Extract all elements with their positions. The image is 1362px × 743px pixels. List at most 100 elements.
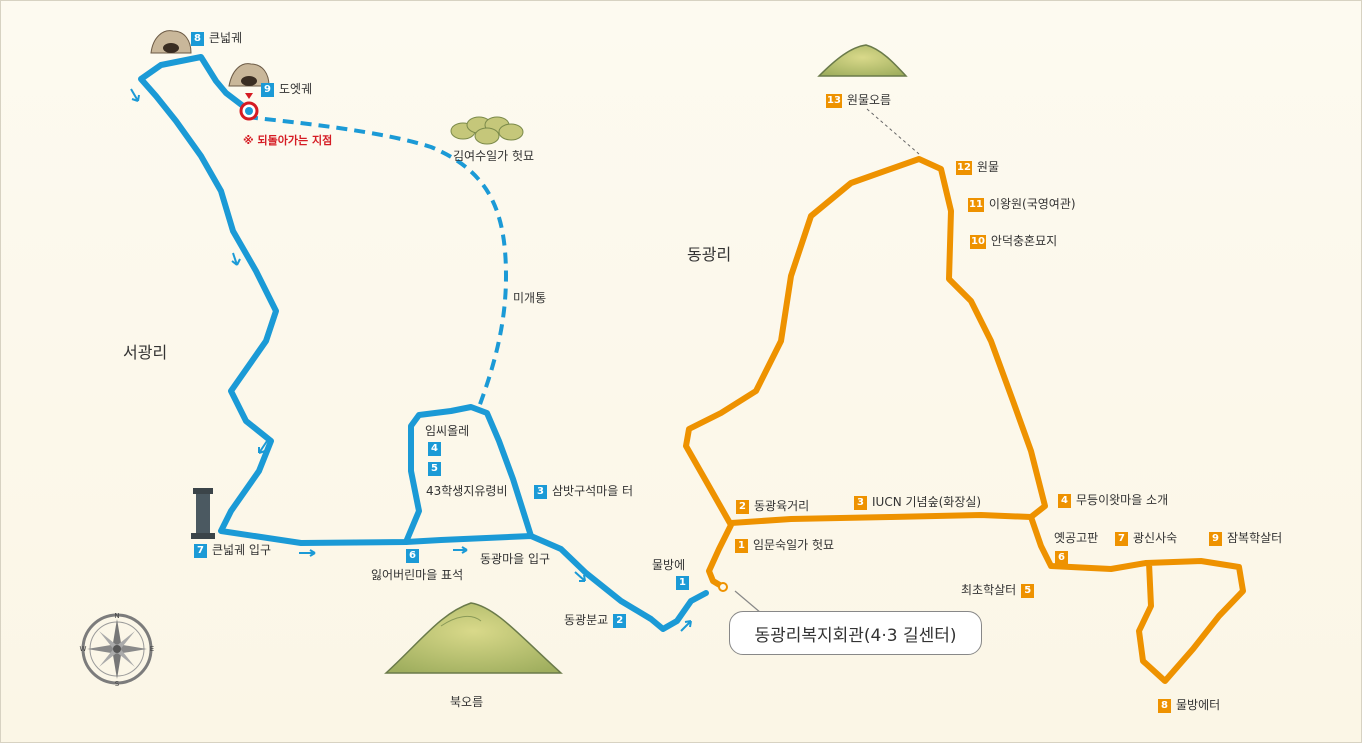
village-entrance-text: 동광마을 입구	[480, 552, 551, 566]
blue-stop-2-text: 동광분교	[564, 613, 609, 627]
orange-stop-3-badge: 3	[854, 495, 867, 510]
blue-stop-4-text-wrap: 임씨올레	[425, 424, 469, 439]
orange-stop-5-text: 최초학살터	[961, 583, 1017, 597]
blue-stop-8-text: 큰넓궤	[209, 31, 243, 45]
orange-stop-8[interactable]: 8 물방에터	[1158, 698, 1220, 713]
orange-route[interactable]	[683, 156, 1246, 684]
orange-stop-11[interactable]: 11 이왕원(국영여관)	[968, 197, 1076, 212]
compass-s: S	[115, 680, 120, 687]
orange-stop-2-badge: 2	[736, 499, 749, 514]
blue-stop-1-text: 물방에	[652, 558, 686, 572]
blue-stop-7[interactable]: 7 큰넓궤 입구	[194, 543, 271, 558]
orange-stop-4[interactable]: 4 무등이왓마을 소개	[1058, 493, 1168, 508]
area-donggwangri: 동광리	[687, 245, 732, 264]
wonmul-oreum-mountain-illustration	[817, 44, 908, 77]
bukoreum-label: 북오름	[450, 695, 484, 709]
blue-stop-3[interactable]: 3 삼밧구석마을 터	[534, 484, 633, 499]
cave-rock-icon	[150, 30, 270, 87]
blue-stop-3-badge: 3	[534, 484, 547, 499]
orange-stop-12-text: 원물	[976, 160, 1000, 174]
wonmul-oreum-leader-line	[866, 108, 920, 155]
orange-stop-2-text: 동광육거리	[754, 499, 810, 513]
blue-stop-4-badge[interactable]: 4	[428, 442, 441, 456]
compass-n: N	[114, 612, 119, 620]
unopened-label: 미개통	[513, 291, 547, 305]
callout-pointer	[734, 590, 762, 614]
blue-stop-8-badge: 8	[191, 31, 204, 46]
orange-stop-5[interactable]: 최초학살터 5	[961, 583, 1035, 598]
orange-stop-7-text: 광신사숙	[1133, 531, 1178, 545]
blue-stop-5-badge[interactable]: 5	[428, 462, 441, 476]
orange-stop-11-badge: 11	[968, 197, 984, 212]
orange-stop-1-badge: 1	[735, 538, 748, 553]
orange-stop-13-badge: 13	[826, 93, 842, 108]
orange-stop-1[interactable]: 1 임문숙일가 헛묘	[735, 538, 834, 553]
compass-rose-icon: N S E W	[80, 612, 155, 687]
blue-stop-9-badge: 9	[261, 82, 274, 97]
orange-stop-9[interactable]: 9 잠복학살터	[1209, 531, 1282, 546]
orange-stop-4-text: 무등이왓마을 소개	[1076, 493, 1169, 507]
orange-stop-1-text: 임문숙일가 헛묘	[753, 538, 835, 552]
blue-stop-3-text: 삼밧구석마을 터	[552, 484, 634, 498]
orange-stop-10-text: 안덕충혼묘지	[990, 234, 1058, 248]
turnaround-dot-icon	[245, 107, 253, 115]
orange-stop-9-text: 잠복학살터	[1227, 531, 1283, 545]
blue-stop-5-text-wrap: 43학생지유령비	[426, 484, 508, 499]
area-seogwangri: 서광리	[123, 343, 168, 362]
blue-stop-6-text-wrap: 잃어버린마을 표석	[371, 568, 463, 583]
orange-stop-4-badge: 4	[1058, 493, 1071, 508]
orange-stop-10[interactable]: 10 안덕충혼묘지	[970, 234, 1057, 249]
orange-stop-7[interactable]: 7 광신사숙	[1115, 531, 1177, 546]
blue-stop-9-text: 도엣궤	[279, 82, 313, 96]
orange-stop-3-text: IUCN 기념숲(화장실)	[872, 495, 982, 509]
blue-stop-4-5-badges: 4 5	[428, 442, 441, 476]
blue-stop-6-badge: 6	[406, 549, 419, 563]
grave-label: 김여수일가 헛묘	[453, 149, 535, 163]
welfare-center-callout[interactable]: 동광리복지회관(4·3 길센터)	[729, 611, 982, 655]
blue-stop-1-label[interactable]: 물방에	[652, 558, 685, 573]
blue-stop-4-text: 임씨올레	[425, 424, 470, 438]
blue-stop-8[interactable]: 8 큰넓궤	[191, 31, 242, 46]
orange-stop-8-badge: 8	[1158, 698, 1171, 713]
compass-w: W	[80, 645, 87, 653]
compass-e: E	[150, 645, 154, 653]
wonmul-oreum-text: 원물오름	[846, 93, 892, 107]
bukoreum-mountain-illustration	[384, 602, 563, 674]
orange-stop-9-badge: 9	[1209, 531, 1222, 546]
orange-stop-6-badge: 6	[1055, 551, 1068, 565]
orange-stop-6-text-wrap: 옛공고판	[1054, 531, 1098, 546]
blue-unopened-path	[246, 115, 509, 408]
orange-stop-3[interactable]: 3 IUCN 기념숲(화장실)	[854, 495, 981, 510]
turnaround-arrow-icon	[245, 93, 253, 99]
orange-stop-10-badge: 10	[970, 234, 986, 249]
orange-stop-7-badge: 7	[1115, 531, 1128, 546]
blue-direction-arrows	[130, 88, 692, 632]
wonmul-oreum-label: 13 원물오름	[826, 93, 891, 108]
blue-stop-5-text: 43학생지유령비	[426, 484, 508, 498]
blue-stop-1-badge-wrap[interactable]: 1	[676, 576, 689, 590]
blue-route[interactable]	[138, 54, 709, 632]
blue-stop-6-badge-wrap[interactable]: 6	[406, 549, 419, 563]
orange-stop-8-text: 물방에터	[1176, 698, 1221, 712]
orange-stop-11-text: 이왕원(국영여관)	[988, 197, 1076, 211]
grave-mounds-illustration	[450, 116, 524, 145]
blue-stop-2-badge: 2	[613, 613, 627, 628]
orange-stop-12[interactable]: 12 원물	[956, 160, 999, 175]
blue-stop-2[interactable]: 동광분교 2	[564, 613, 627, 628]
orange-stop-6-text: 옛공고판	[1054, 531, 1099, 545]
memorial-stone-icon	[191, 488, 215, 539]
orange-stop-2[interactable]: 2 동광육거리	[736, 499, 809, 514]
orange-stop-6-badge-wrap[interactable]: 6	[1055, 551, 1068, 565]
village-entrance-label: 동광마을 입구	[480, 552, 550, 567]
blue-stop-6-text: 잃어버린마을 표석	[371, 568, 464, 582]
blue-stop-9[interactable]: 9 도엣궤	[261, 82, 312, 97]
blue-stop-1-badge: 1	[676, 576, 689, 590]
orange-stop-5-badge: 5	[1021, 583, 1035, 598]
orange-stop-12-badge: 12	[956, 160, 972, 175]
center-marker-icon	[718, 582, 728, 592]
turnaround-warning: ※ 되돌아가는 지점	[243, 134, 333, 147]
blue-stop-7-text: 큰넓궤 입구	[212, 543, 272, 557]
blue-stop-7-badge: 7	[194, 543, 207, 558]
